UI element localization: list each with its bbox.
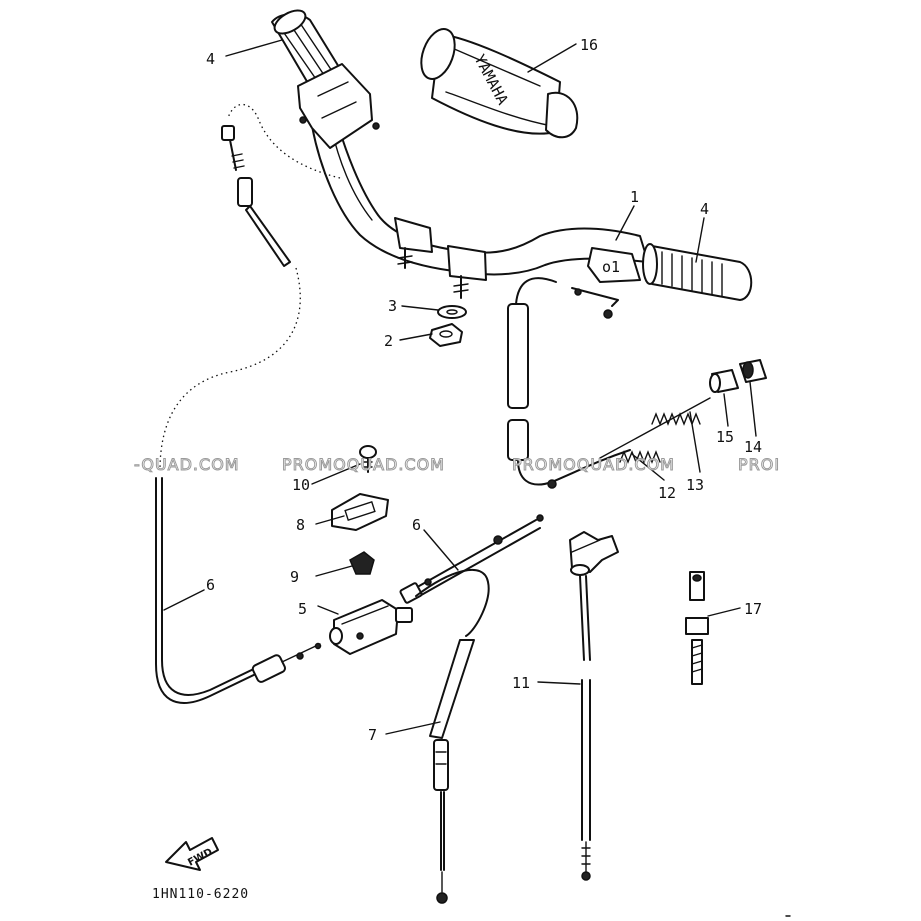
callout-11: 10 — [292, 476, 310, 494]
callouts: 4 16 1 4 3 2 12 13 15 14 10 8 9 5 6 6 7 … — [206, 36, 762, 744]
callout-7: 6 — [412, 516, 421, 534]
watermarks: -QUAD.COM PROMOQUAD.COM PROMOQUAD.COM PR… — [134, 455, 780, 475]
callout-3: 3 — [388, 297, 397, 315]
callout-2: 2 — [384, 332, 393, 350]
callout-10: 9 — [290, 568, 299, 586]
cover-plate — [331, 493, 389, 531]
screw — [359, 445, 377, 473]
callout-16: 15 — [716, 428, 734, 446]
grip-cover: YAMAHA — [420, 28, 579, 139]
callout-5: 5 — [298, 600, 307, 618]
callout-1: 1 — [630, 188, 639, 206]
callout-4a: 4 — [206, 50, 215, 68]
adjuster-bolt — [685, 571, 709, 685]
callout-12: 11 — [512, 674, 530, 692]
cable-7 — [399, 514, 544, 604]
cable-joint — [329, 599, 413, 655]
nut — [429, 323, 463, 347]
callout-6: 6 — [206, 576, 215, 594]
throttle-cable — [507, 277, 631, 489]
cable-8 — [415, 568, 490, 904]
upper-left-cable — [159, 103, 341, 471]
left-switch-housing — [297, 63, 380, 149]
adjuster-cap — [739, 359, 767, 383]
right-grip — [642, 243, 753, 301]
handlebar-holders — [394, 217, 487, 299]
callout-17: 16 — [580, 36, 598, 54]
cable-adjuster — [709, 369, 739, 393]
callout-9: 8 — [296, 516, 305, 534]
cable-clip — [349, 551, 375, 575]
callout-13: 12 — [658, 484, 676, 502]
svg-text:o1: o1 — [602, 258, 620, 276]
callout-18: 17 — [744, 600, 762, 618]
watermark-1: -QUAD.COM — [134, 455, 240, 474]
forward-arrow: FWD — [165, 837, 219, 871]
callout-4b: 4 — [700, 200, 709, 218]
left-grip — [271, 9, 343, 91]
lower-throttle-cable — [569, 531, 619, 881]
watermark-2: PROMOQUAD.COM — [282, 455, 445, 474]
washer — [437, 305, 467, 319]
callout-15: 14 — [744, 438, 762, 456]
throttle-housing: o1 — [571, 247, 641, 319]
diagram-code: 1HN110-6220 — [152, 887, 249, 902]
brake-cable — [155, 477, 322, 704]
leader-lines — [163, 39, 757, 735]
watermark-4: PROI — [738, 455, 780, 474]
callout-14: 13 — [686, 476, 704, 494]
callout-8: 7 — [368, 726, 377, 744]
watermark-3: PROMOQUAD.COM — [512, 455, 675, 474]
